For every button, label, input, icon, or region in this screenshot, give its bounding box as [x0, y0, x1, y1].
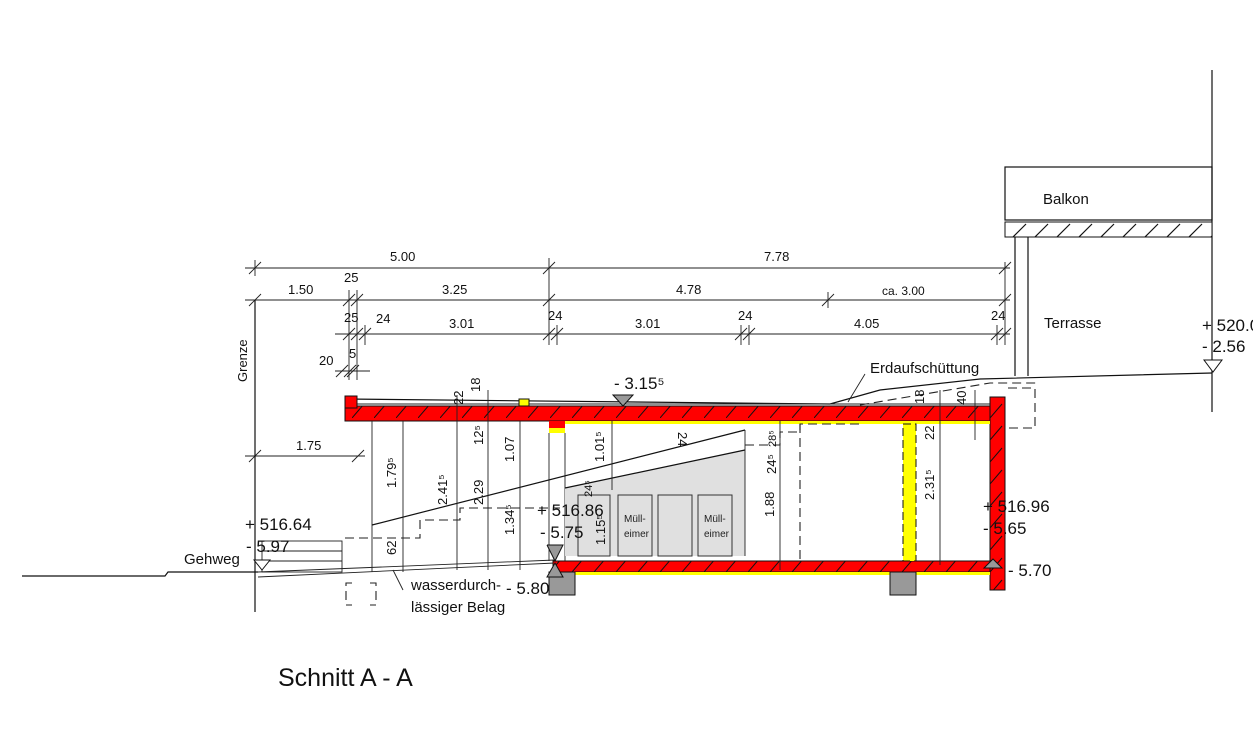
dim-label: 1.34⁵ — [502, 504, 517, 535]
dim-label: 18 — [912, 390, 927, 404]
level-right-abs: + 516.96 — [983, 497, 1050, 516]
dim-label: 1.01⁵ — [592, 431, 607, 462]
terrain — [22, 372, 1213, 606]
level-triangle-icon — [252, 559, 272, 571]
level-gehweg-abs: + 516.64 — [245, 515, 312, 534]
dim-label: 2.31⁵ — [922, 469, 937, 500]
level-entry-rel: - 5.75 — [540, 523, 583, 542]
level-entry-floor: - 5.80 — [506, 579, 549, 598]
dim-label: 24 — [548, 308, 562, 323]
dim-label: 1.50 — [288, 282, 313, 297]
level-entry-abs: + 516.86 — [537, 501, 604, 520]
dim-label: 5 — [349, 346, 356, 361]
erdaufschuettung-label: Erdaufschüttung — [870, 360, 979, 377]
dim-label: ca. 3.00 — [882, 284, 925, 298]
dim-label: 24 — [991, 308, 1005, 323]
waste-bin — [617, 494, 653, 557]
balkon-label: Balkon — [1043, 191, 1089, 208]
dim-label: 22 — [451, 391, 466, 405]
dim-label: 2.29 — [471, 480, 486, 505]
level-triangle-icon — [611, 394, 635, 407]
dim-label: 4.78 — [676, 282, 701, 297]
bin-label: Müll- — [704, 514, 726, 525]
structure — [344, 395, 1006, 596]
dim-label: 24 — [738, 308, 752, 323]
dim-total-right: 7.78 — [764, 249, 789, 264]
dim-label: 3.01 — [635, 316, 660, 331]
dim-label: 25 — [344, 270, 358, 285]
gehweg-label: Gehweg — [184, 551, 240, 568]
dim-label: 18 — [468, 378, 483, 392]
dim-label: 24⁵ — [583, 480, 595, 497]
level-gehweg-rel: - 5.97 — [246, 537, 289, 556]
vertical-dimensions: 1.79⁵ 2.41⁵ 62 2.29 1.34⁵ 22 12⁵ 1.07 18… — [384, 378, 969, 555]
bin-label: eimer — [704, 529, 730, 540]
belag-label-2: lässiger Belag — [411, 599, 505, 616]
dim-label: 12⁵ — [471, 425, 486, 445]
dim-label: 62 — [384, 541, 399, 555]
terrasse-label: Terrasse — [1044, 315, 1102, 332]
dimension-chains: 5.00 7.78 1.50 25 3.25 4.78 ca. 3.00 25 … — [245, 249, 1012, 463]
balcony: Balkon Terrasse — [1004, 70, 1213, 412]
waste-bin — [697, 494, 733, 557]
section-title: Schnitt A - A — [278, 664, 413, 692]
dim-label: 20 — [319, 353, 333, 368]
dim-label: 22 — [922, 426, 937, 440]
level-right-floor: - 5.70 — [1008, 561, 1051, 580]
dim-label: 1.88 — [762, 492, 777, 517]
dim-label: 24⁵ — [764, 454, 779, 474]
grenze-label: Grenze — [235, 339, 250, 382]
level-terrace-abs: + 520.0 — [1202, 316, 1253, 335]
bin-label: Müll- — [624, 514, 646, 525]
dim-label: 24 — [675, 432, 690, 446]
bin-label: eimer — [624, 529, 650, 540]
level-triangle-icon — [546, 544, 564, 578]
dim-label: 1.15⁵ — [593, 514, 608, 545]
dim-label: 25 — [344, 310, 358, 325]
dim-label: 1.79⁵ — [384, 457, 399, 488]
belag-label-1: wasserdurch- — [410, 577, 501, 594]
level-triangle-icon — [1203, 359, 1223, 373]
dim-total-left: 5.00 — [390, 249, 415, 264]
dim-label: 4.05 — [854, 316, 879, 331]
dim-label: 1.75 — [296, 438, 321, 453]
level-right-rel: - 5.65 — [983, 519, 1026, 538]
dim-label: 28⁵ — [767, 430, 779, 447]
dim-label: 3.25 — [442, 282, 467, 297]
level-markers: - 3.15⁵ + 516.64 - 5.97 + 516.86 - 5.75 … — [245, 316, 1253, 598]
dim-label: 2.41⁵ — [435, 474, 450, 505]
level-triangle-icon — [982, 558, 1004, 569]
level-terrace-rel: - 2.56 — [1202, 337, 1245, 356]
dim-label: 3.01 — [449, 316, 474, 331]
dim-label: 1.07 — [502, 437, 517, 462]
dim-label: 40 — [954, 391, 969, 405]
dim-label: 24 — [376, 311, 390, 326]
level-roof: - 3.15⁵ — [614, 374, 665, 393]
bin-storage: Müll- eimer Müll- eimer — [371, 429, 746, 557]
